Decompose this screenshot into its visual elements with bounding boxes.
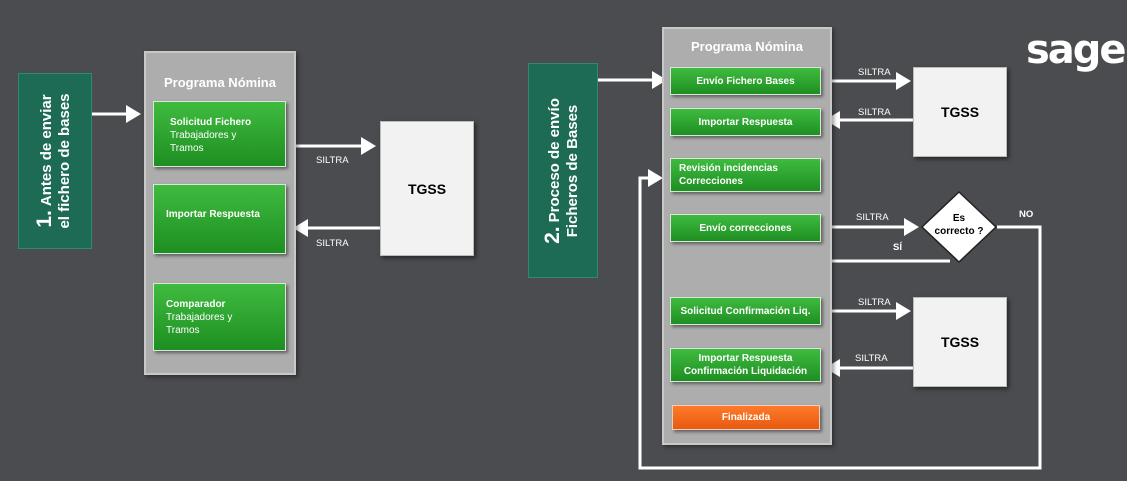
importar-respuesta-title: Importar Respuesta: [166, 209, 260, 220]
revision-line1: Revisión incidencias: [679, 163, 778, 174]
revision-incidencias-box[interactable]: Revisión incidencias Correcciones: [670, 158, 821, 192]
yes-label: SÍ: [893, 242, 902, 253]
tgss-box-top: TGSS: [913, 67, 1007, 157]
importar-respuesta-box[interactable]: Importar Respuesta: [153, 184, 286, 254]
solicitud-fichero-title: Solicitud Fichero: [170, 117, 252, 128]
envio-correcciones-box[interactable]: Envío correcciones: [670, 214, 821, 242]
section2-line1: Proceso de envío: [546, 97, 563, 222]
importar-respuesta-label-2: Importar Respuesta: [698, 116, 793, 128]
decision-diamond: Es correcto ?: [920, 190, 998, 264]
importar-conf-line2: Confirmación Liquidación: [683, 366, 808, 377]
siltra-label-out: SILTRA: [316, 155, 349, 166]
section1-line1: Antes de enviar: [38, 94, 55, 207]
importar-confirmacion-box[interactable]: Importar Respuesta Confirmación Liquidac…: [670, 348, 821, 382]
envio-fichero-bases-label: Envío Fichero Bases: [696, 75, 795, 87]
comparador-sub2: Tramos: [166, 325, 200, 336]
siltra-label-5: SILTRA: [855, 353, 888, 364]
comparador-box[interactable]: Comparador Trabajadores y Tramos: [153, 283, 286, 351]
siltra-label-2: SILTRA: [858, 107, 891, 118]
revision-line2: Correcciones: [679, 176, 743, 187]
envio-fichero-bases-box[interactable]: Envío Fichero Bases: [670, 67, 821, 95]
envio-correcciones-label: Envío correcciones: [699, 222, 792, 234]
siltra-label-3: SILTRA: [856, 212, 889, 223]
section2-tab: 2. Proceso de envío Ficheros de Bases: [528, 63, 598, 278]
section1-line2: el fichero de bases: [56, 93, 73, 229]
sage-logo: sage: [1026, 27, 1127, 73]
section2-panel-title: Programa Nómina: [691, 39, 803, 54]
importar-conf-line1: Importar Respuesta: [698, 353, 793, 364]
arrow-no-loop: [638, 169, 1042, 470]
section1-panel-title: Programa Nómina: [164, 75, 276, 90]
section1-number: 1.: [33, 210, 56, 228]
solicitud-fichero-sub2: Tramos: [170, 143, 204, 154]
no-label: NO: [1019, 209, 1034, 220]
decision-line2: correcto ?: [934, 226, 984, 237]
solicitud-fichero-sub1: Trabajadores y: [170, 130, 237, 141]
siltra-label-4: SILTRA: [858, 297, 891, 308]
tgss-box-bottom: TGSS: [913, 297, 1007, 387]
importar-respuesta-box-2[interactable]: Importar Respuesta: [670, 108, 821, 136]
section1-tab: 1. Antes de enviar el fichero de bases: [18, 73, 92, 249]
section2-number: 2.: [541, 225, 564, 244]
solicitud-confirmacion-label: Solicitud Confirmación Liq.: [680, 305, 811, 317]
siltra-label-in: SILTRA: [316, 238, 349, 249]
decision-diamond-shape: [920, 190, 998, 264]
comparador-sub1: Trabajadores y: [166, 312, 233, 323]
comparador-title: Comparador: [166, 299, 226, 310]
siltra-label-1: SILTRA: [858, 67, 891, 78]
tgss-box-section1: TGSS: [380, 121, 474, 256]
solicitud-confirmacion-box[interactable]: Solicitud Confirmación Liq.: [670, 297, 821, 325]
finalizada-box[interactable]: Finalizada: [672, 405, 820, 430]
finalizada-label: Finalizada: [721, 412, 771, 423]
section2-line2: Ficheros de Bases: [564, 104, 581, 237]
decision-line1: Es: [952, 213, 966, 224]
solicitud-fichero-box[interactable]: Solicitud Fichero Trabajadores y Tramos: [153, 101, 286, 167]
